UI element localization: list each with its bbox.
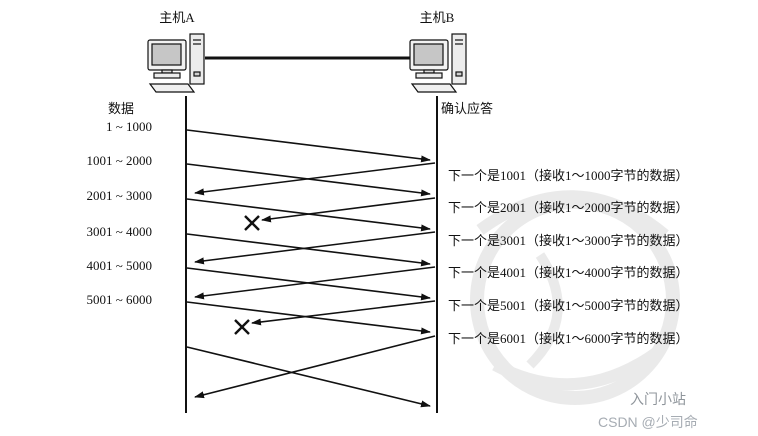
ack-label: 下一个是3001（接收1～3000字节的数据） <box>448 233 689 248</box>
ack-arrow-3 <box>194 231 436 265</box>
segment-label: 2001 ~ 3000 <box>86 188 152 203</box>
ack-label: 下一个是2001（接收1～2000字节的数据） <box>448 200 689 215</box>
data-arrow-4 <box>186 233 431 267</box>
data-arrow-7 <box>186 346 431 408</box>
background-watermark <box>470 190 680 405</box>
ack-arrow-1 <box>194 162 436 196</box>
segment-label: 3001 ~ 4000 <box>86 224 152 239</box>
segment-label: 1001 ~ 2000 <box>86 153 152 168</box>
ack-arrow-6 <box>194 335 436 399</box>
host-a-label: 主机A <box>159 10 195 25</box>
ack-label: 下一个是6001（接收1～6000字节的数据） <box>448 331 689 346</box>
segment-label: 4001 ~ 5000 <box>86 258 152 273</box>
watermark-credit-text: CSDN @少司命 <box>598 414 698 430</box>
data-arrow-1 <box>186 129 431 163</box>
right-lane-title: 确认应答 <box>441 101 493 116</box>
ack-arrow-2-lost <box>261 197 436 223</box>
packet-loss-x-icon <box>244 215 260 231</box>
host-b-label: 主机B <box>420 10 455 25</box>
host-b-computer-icon <box>409 33 467 93</box>
ack-arrow-4 <box>194 266 436 300</box>
left-lane-title: 数据 <box>108 101 134 116</box>
ack-arrow-5-lost <box>251 300 436 326</box>
ack-label: 下一个是5001（接收1～5000字节的数据） <box>448 298 689 313</box>
ack-label: 下一个是1001（接收1～1000字节的数据） <box>448 168 689 183</box>
segment-label: 5001 ~ 6000 <box>86 292 152 307</box>
host-a-computer-icon <box>147 33 205 93</box>
packet-loss-x-icon <box>234 319 250 335</box>
watermark-site-text: 入门小站 <box>630 391 686 407</box>
segment-label: 1 ~ 1000 <box>106 119 152 134</box>
ack-label: 下一个是4001（接收1～4000字节的数据） <box>448 265 689 280</box>
